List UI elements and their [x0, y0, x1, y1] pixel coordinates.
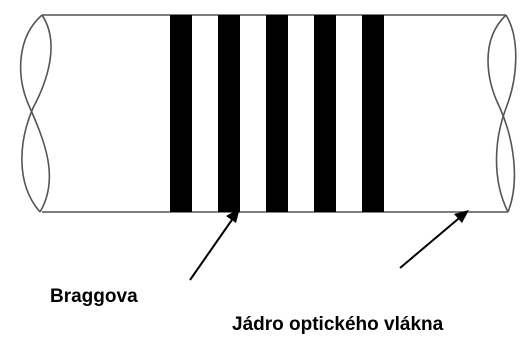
core-arrow-head	[454, 210, 469, 223]
grating-arrow	[189, 213, 237, 281]
bragg-grating-label: Braggova	[50, 286, 138, 307]
fiber-left-cut-face	[21, 14, 52, 213]
grating-band	[314, 15, 336, 212]
fiber-right-cut-face	[495, 14, 517, 213]
fiber-core-label: Jádro optického vlákna	[232, 314, 444, 335]
fiber-right-cut-end	[487, 14, 516, 213]
grating-arrow-head	[226, 208, 240, 223]
grating-band	[362, 15, 384, 212]
grating-band	[266, 15, 288, 212]
annotation-arrows	[189, 208, 469, 281]
grating-band	[170, 15, 192, 212]
core-arrow	[399, 213, 465, 269]
fiber-left-cut-end	[19, 14, 51, 213]
grating-band	[218, 15, 240, 212]
bragg-grating-bands	[170, 15, 384, 212]
